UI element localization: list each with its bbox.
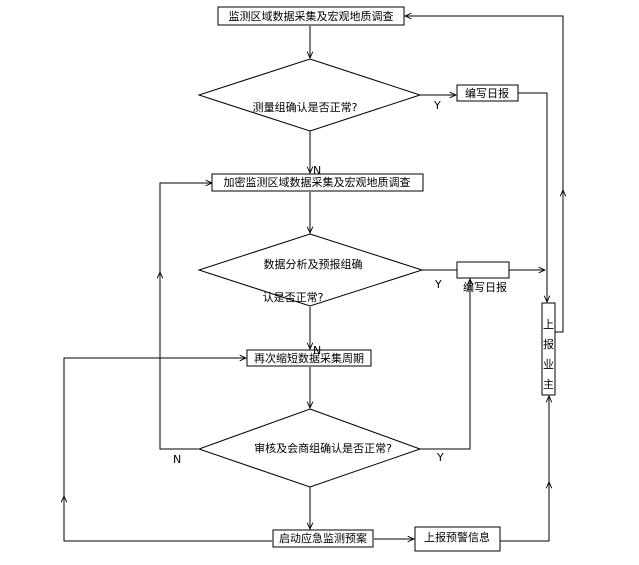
- daily-report-1: 编写日报: [456, 84, 519, 102]
- decision3-label: 审核及会商组确认是否正常?: [254, 441, 392, 455]
- decision1: 测量组确认是否正常?: [197, 58, 422, 132]
- process-step3: 再次缩短数据采集周期: [246, 349, 372, 367]
- edge-daily-report-1-to-report-owner: [518, 92, 547, 302]
- report-owner-char-3: 业: [543, 358, 554, 371]
- report-owner-char-2: 报: [543, 337, 554, 351]
- step3-label: 再次缩短数据采集周期: [254, 351, 364, 365]
- decision2-label-line2: 认是否正常?: [263, 291, 324, 304]
- decision3: 审核及会商组确认是否正常?: [197, 408, 422, 488]
- daily-report-1-label: 编写日报: [465, 86, 509, 100]
- connectors: [64, 16, 563, 541]
- edge-decision3-y-to-daily-report-2: [420, 279, 470, 450]
- step1-label: 监测区域数据采集及宏观地质调查: [229, 9, 394, 23]
- daily-report-2-label: 编写日报: [463, 280, 507, 294]
- decision2-label-line1: 数据分析及预报组确: [264, 257, 363, 271]
- decision2-yes-label: Y: [434, 278, 442, 291]
- decision2: 数据分析及预报组确 认是否正常?: [197, 233, 424, 307]
- step2-label: 加密监测区域数据采集及宏观地质调查: [224, 175, 411, 189]
- edge-warning-to-report-owner: [500, 396, 549, 542]
- emergency-plan: 启动应急监测预案: [272, 529, 374, 548]
- report-owner-char-4: 主: [543, 378, 554, 391]
- report-owner: 上 报 业 主: [541, 302, 556, 396]
- edge-decision3-n-to-step2: [159, 183, 212, 450]
- decision1-label: 测量组确认是否正常?: [253, 100, 358, 114]
- process-step1: 监测区域数据采集及宏观地质调查: [217, 6, 405, 26]
- decision3-yes-label: Y: [436, 451, 444, 464]
- decision3-no-label: N: [173, 453, 181, 466]
- warning-report-label: 上报预警信息: [424, 530, 490, 544]
- edge-emergency-plan-to-step3: [63, 358, 272, 542]
- warning-report: 上报预警信息: [414, 526, 501, 552]
- emergency-plan-label: 启动应急监测预案: [279, 531, 367, 545]
- decision2-no-label: N: [313, 344, 321, 357]
- process-step2: 加密监测区域数据采集及宏观地质调查: [211, 173, 424, 192]
- report-owner-char-1: 上: [543, 318, 554, 331]
- daily-report-2: 编写日报: [456, 261, 510, 294]
- decision1-no-label: N: [313, 164, 321, 177]
- edge-report-owner-to-step1: [405, 16, 564, 333]
- decision1-yes-label: Y: [433, 99, 441, 112]
